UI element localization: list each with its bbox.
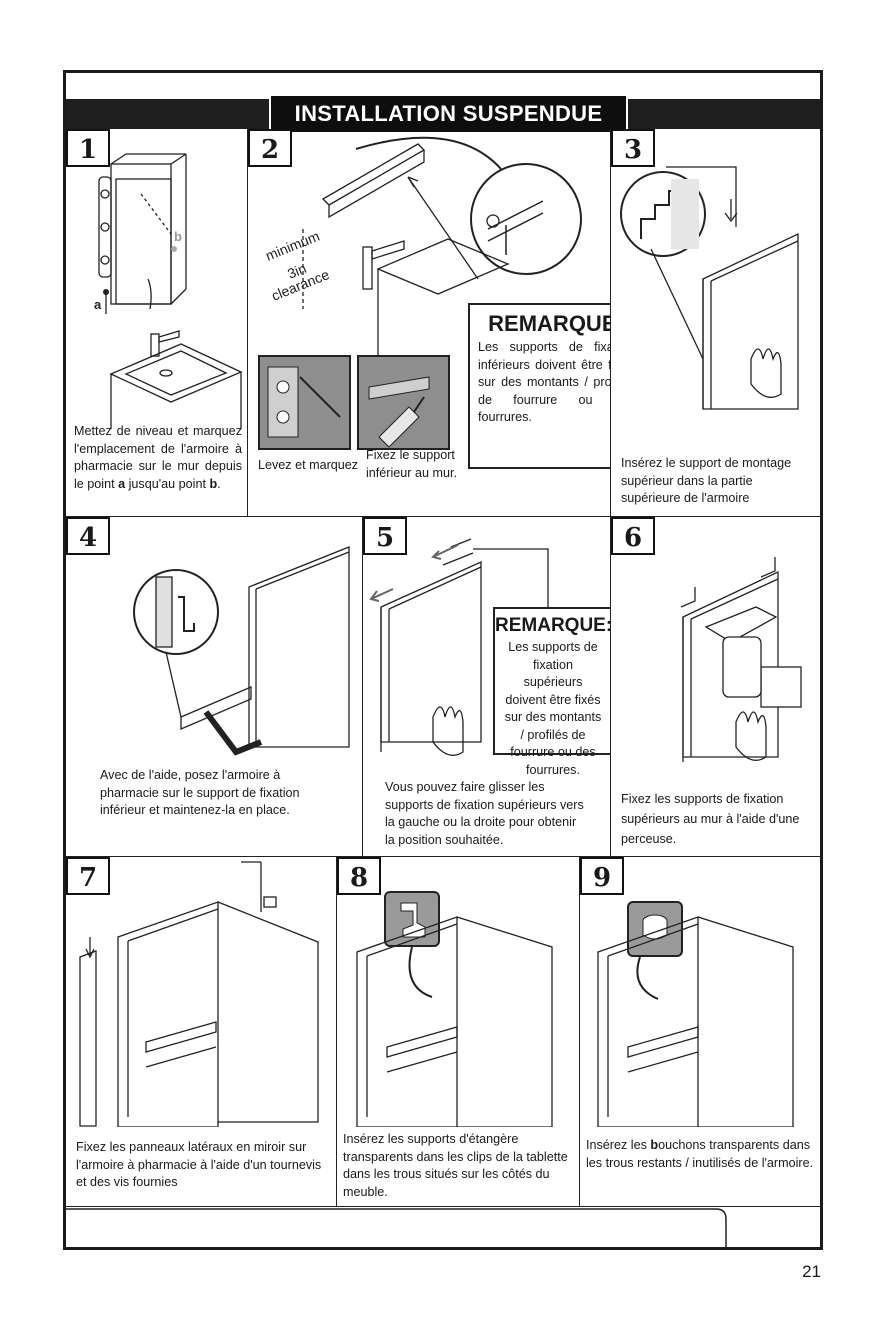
point-b-label: b [174,229,182,244]
step-number: 6 [611,517,655,555]
clearance-label-2: 3in [285,260,308,282]
step-8-caption: Insérez les supports d'étangère transpar… [343,1132,568,1199]
drill-icon [368,376,430,448]
step-3-caption: Insérez le support de montage supérieur … [621,456,792,505]
step-number: 9 [580,857,624,895]
step-number: 1 [66,129,110,167]
step-2-panel: 2 minimum 3in clearance [248,129,611,517]
step-2-caption-right: Fixez le support inférieur au mur. [366,448,457,480]
step-6-caption: Fixez les supports de fixation supérieur… [621,792,800,846]
point-a-marker [103,289,109,295]
shelf-support-illustration [356,916,553,1127]
top-bracket-illustration [620,166,799,410]
step-1-panel: 1 a b Mettez [66,129,248,517]
shelf-clip-icon [400,902,426,938]
step-4-panel: 4 Avec de l'aide, posez l'armoire à phar… [66,517,363,857]
drill-inset [357,355,450,450]
step-5-panel: 5 REMARQUE: Les supports de fixation sup… [363,517,611,857]
bumper-install-illustration [597,916,794,1127]
remark-note-2: REMARQUE: Les supports de fixation supér… [493,607,611,777]
step-number: 4 [66,517,110,555]
remark-title: REMARQUE: [495,615,611,636]
remark-note-1: REMARQUE: Les supports de fixation infér… [468,303,611,469]
step-number: 5 [363,517,407,555]
step-number: 7 [66,857,110,895]
step-number: 8 [337,857,381,895]
place-cabinet-illustration [133,546,350,756]
point-b-marker [171,246,177,252]
page-title: INSTALLATION SUSPENDUE [269,96,628,132]
drill-bracket-illustration [680,557,802,762]
cabinet-level-illustration: a b [94,153,243,429]
side-panels-illustration [79,861,319,1127]
level-mark-icon [267,366,341,438]
step-8-panel: 8 Insérez les supports d'étangère transp… [337,857,580,1207]
step-6-panel: 6 Fixez les supports de fixation supérie… [611,517,820,857]
step-4-caption: Avec de l'aide, posez l'armoire à pharma… [100,768,300,817]
bottom-tab-outline [66,1208,727,1249]
remark-body: Les supports de fixation supérieurs doiv… [504,640,602,777]
step-number: 2 [248,129,292,167]
title-banner: INSTALLATION SUSPENDUE [66,96,820,132]
remark-body: Les supports de fixation inférieurs doiv… [478,340,611,424]
step-number: 3 [611,129,655,167]
step-7-caption: Fixez les panneaux latéraux en miroir su… [76,1140,322,1189]
remark-title: REMARQUE: [488,311,611,336]
shelf-clip-inset [384,891,440,947]
bracket-mount-illustration: minimum 3in clearance [263,136,582,359]
step-1-caption: Mettez de niveau et marquez l'emplacemen… [74,424,242,491]
point-a-label: a [94,297,102,312]
slide-bracket-illustration [369,538,549,756]
bumper-inset [627,901,683,957]
step-9-caption: Insérez les bouchons transparents dans l… [586,1138,814,1170]
clearance-label-1: minimum [263,228,322,264]
instruction-frame: INSTALLATION SUSPENDUE 1 [63,70,823,1250]
page-number: 21 [802,1262,821,1281]
step-5-caption: Vous pouvez faire glisser les supports d… [385,780,584,847]
step-9-panel: 9 Insérez les bouchons transparents dans… [580,857,820,1207]
mark-inset [258,355,351,450]
step-7-panel: 7 Fixez les panneaux latéraux en miroir … [66,857,337,1207]
step-2-caption-left: Levez et marquez [258,458,359,472]
step-3-panel: 3 Insérez le support de montage supérieu… [611,129,820,517]
